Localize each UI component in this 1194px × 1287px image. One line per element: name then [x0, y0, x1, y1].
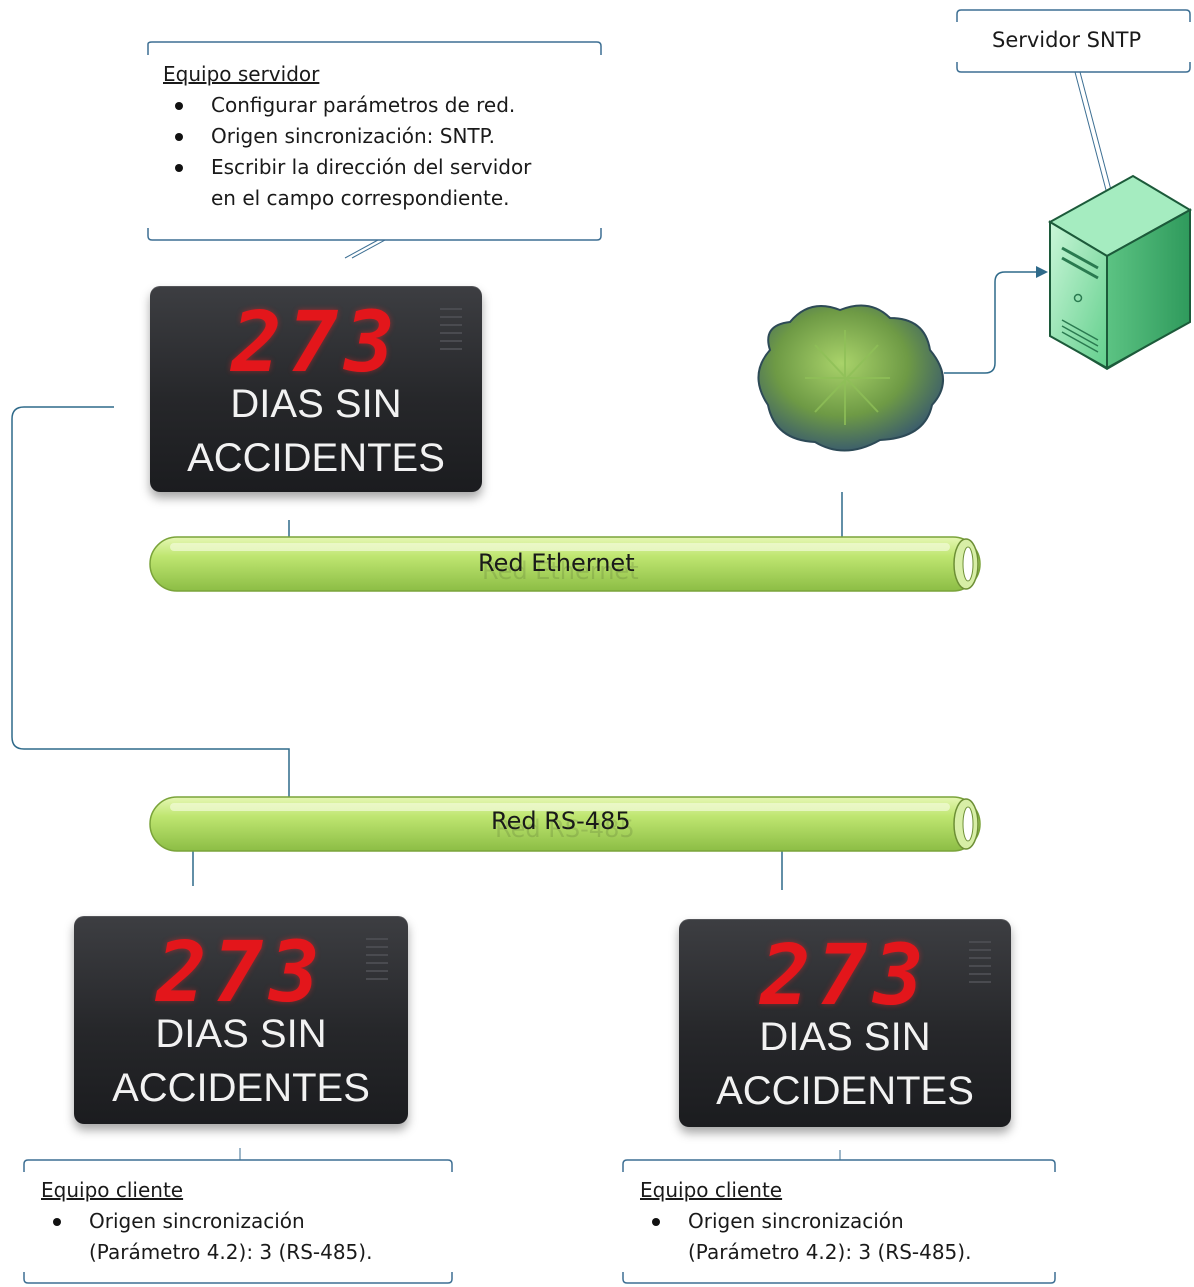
client-callout-list: Origen sincronización	[640, 1206, 1050, 1237]
server-callout-title: Equipo servidor	[163, 62, 320, 86]
internet-cloud-icon	[757, 304, 944, 452]
server-callout-item: Escribir la dirección del servidor	[163, 152, 593, 183]
client-callout-right: Equipo cliente Origen sincronización (Pa…	[640, 1175, 1050, 1268]
client-display-left: 273 DIAS SIN ACCIDENTES	[74, 916, 408, 1124]
rs485-pipe	[149, 796, 981, 852]
display-grille	[440, 308, 462, 354]
display-line1: DIAS SIN	[155, 1012, 327, 1056]
sntp-label-frame	[956, 9, 1191, 191]
server-callout-frame	[147, 41, 602, 259]
client-callout-left: Equipo cliente Origen sincronización (Pa…	[41, 1175, 451, 1268]
rs485-label-reflection: Red RS-485	[495, 815, 635, 843]
display-grille	[969, 941, 991, 987]
display-line1: DIAS SIN	[759, 1015, 931, 1059]
server-callout-item-continuation: en el campo correspondiente.	[211, 186, 510, 210]
server-callout-item: Origen sincronización: SNTP.	[163, 121, 593, 152]
server-display: 273 DIAS SIN ACCIDENTES	[150, 286, 482, 492]
server-callout-item: Configurar parámetros de red.	[163, 90, 593, 121]
client-callout-list: Origen sincronización	[41, 1206, 451, 1237]
rs485-label: Red RS-485 Red RS-485	[491, 807, 635, 843]
display-grille	[366, 938, 388, 984]
client-callout-title: Equipo cliente	[41, 1178, 184, 1202]
cloud-to-server-connector	[944, 271, 1040, 374]
client-callout-title: Equipo cliente	[640, 1178, 783, 1202]
server-callout-list: Configurar parámetros de red. Origen sin…	[163, 90, 593, 183]
display-line2: ACCIDENTES	[716, 1069, 974, 1113]
server-to-rs485-connector	[11, 406, 290, 822]
sntp-server-icon	[1047, 174, 1193, 370]
client-callout-item-continuation: (Parámetro 4.2): 3 (RS-485).	[688, 1240, 972, 1264]
ethernet-label-reflection: Red Ethernet	[482, 557, 639, 585]
display-digits: 273	[156, 923, 326, 1021]
display-line1: DIAS SIN	[230, 382, 402, 426]
ethernet-label-text: Red Ethernet	[478, 549, 635, 577]
display-line2: ACCIDENTES	[187, 436, 445, 480]
ethernet-label: Red Ethernet Red Ethernet	[478, 549, 639, 585]
client-callout-frame-right	[622, 1150, 1056, 1284]
ethernet-pipe	[149, 536, 981, 592]
client-callout-item: Origen sincronización	[41, 1206, 451, 1237]
display-digits: 273	[760, 926, 930, 1024]
client-callout-item-continuation: (Parámetro 4.2): 3 (RS-485).	[89, 1240, 373, 1264]
sntp-server-label: Servidor SNTP	[992, 28, 1142, 52]
client-callout-item: Origen sincronización	[640, 1206, 1050, 1237]
server-callout: Equipo servidor Configurar parámetros de…	[163, 59, 593, 214]
display-digits: 273	[231, 293, 401, 391]
client-callout-frame-left	[23, 1148, 453, 1284]
client-display-right: 273 DIAS SIN ACCIDENTES	[679, 919, 1011, 1127]
rs485-label-text: Red RS-485	[491, 807, 631, 835]
display-line2: ACCIDENTES	[112, 1066, 370, 1110]
connector-arrowhead	[1036, 266, 1048, 278]
